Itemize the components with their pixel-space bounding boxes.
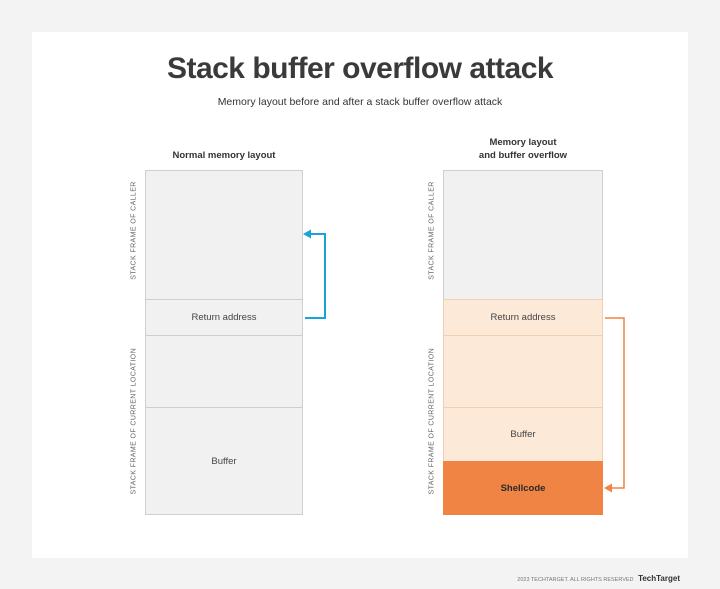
left-caller-frame-block [145,170,303,300]
left-buffer-block: Buffer [145,407,303,515]
right-heading-line1: Memory layout [489,137,557,148]
right-column-heading: Memory layout and buffer overflow [443,136,603,162]
right-buffer-label: Buffer [510,429,536,440]
left-return-address-label: Return address [191,312,257,323]
right-overflowed-frame-block [443,335,603,408]
left-buffer-label: Buffer [211,455,237,467]
right-shellcode-block: Shellcode [443,461,603,515]
right-redirect-arrow [604,317,625,493]
right-buffer-block: Buffer [443,407,603,462]
left-column-heading: Normal memory layout [172,150,276,161]
techtarget-logo: TechTarget [638,574,680,583]
diagram-title: Stack buffer overflow attack [166,52,554,85]
right-heading-line2: and buffer overflow [478,150,568,161]
footer: 2023 TECHTARGET. ALL RIGHTS RESERVED Tec… [517,574,680,583]
left-return-address-block: Return address [145,299,303,336]
right-return-address-label: Return address [490,312,556,323]
footer-copyright: 2023 TECHTARGET. ALL RIGHTS RESERVED [517,577,634,583]
left-current-frame-block [145,335,303,408]
right-return-address-block: Return address [443,299,603,336]
left-return-arrow [303,229,326,319]
diagram-subtitle: Memory layout before and after a stack b… [217,96,503,108]
right-shellcode-label: Shellcode [500,482,546,494]
